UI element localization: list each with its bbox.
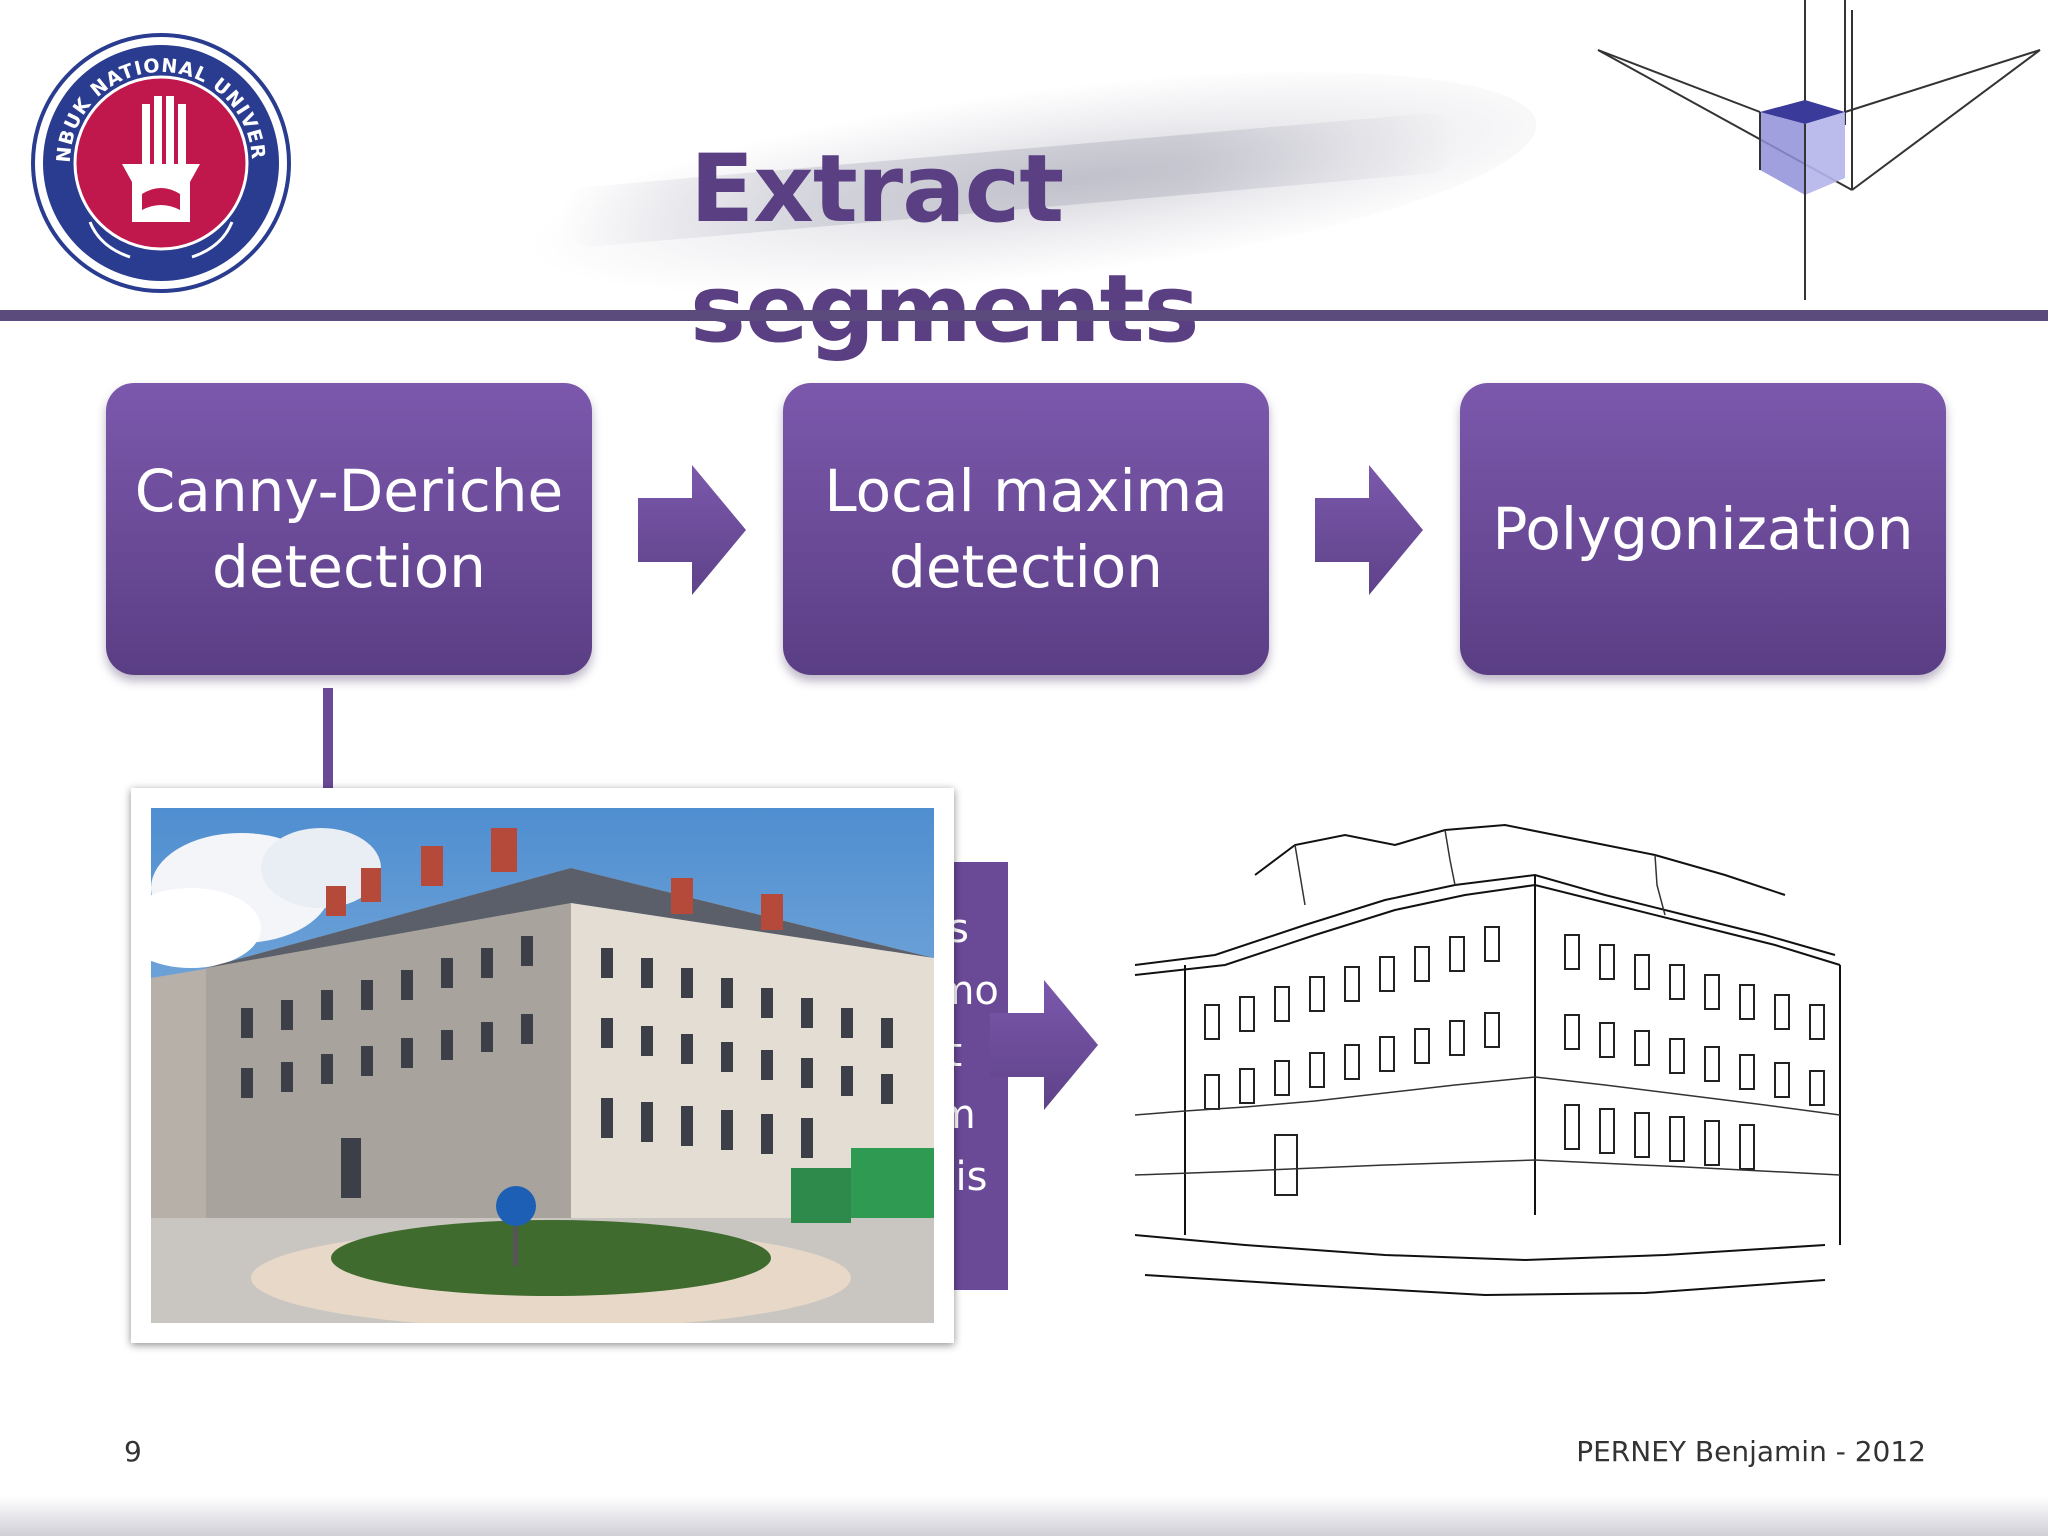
- university-seal-icon: CHONBUK NATIONAL UNIVERSITY: [30, 32, 291, 293]
- header-divider: [0, 310, 2048, 321]
- connector-line: [323, 688, 333, 793]
- building-photo-frame: [131, 788, 954, 1343]
- step-local-maxima: Local maxima detection: [783, 383, 1269, 675]
- right-arrow-icon: [638, 465, 746, 595]
- right-arrow-icon: [990, 980, 1098, 1110]
- slide-header: CHONBUK NATIONAL UNIVERSITY Extract segm…: [0, 0, 2048, 364]
- step-label: Polygonization: [1492, 495, 1914, 563]
- page-title: Extract segments: [690, 135, 1200, 364]
- building-photo: [151, 808, 934, 1323]
- step-label: Canny-Deriche detection: [134, 457, 564, 601]
- footer-author: PERNEY Benjamin - 2012: [1576, 1435, 1926, 1468]
- right-arrow-icon: [1315, 465, 1423, 595]
- step-label: Local maxima detection: [824, 457, 1228, 601]
- step-polygonization: Polygonization: [1460, 383, 1946, 675]
- edge-detection-result: [1134, 823, 1841, 1297]
- slide-number: 9: [124, 1435, 142, 1468]
- vanishing-cube-icon: [1597, 0, 2041, 300]
- step-canny-deriche: Canny-Deriche detection: [106, 383, 592, 675]
- bottom-bar: [0, 1496, 2048, 1536]
